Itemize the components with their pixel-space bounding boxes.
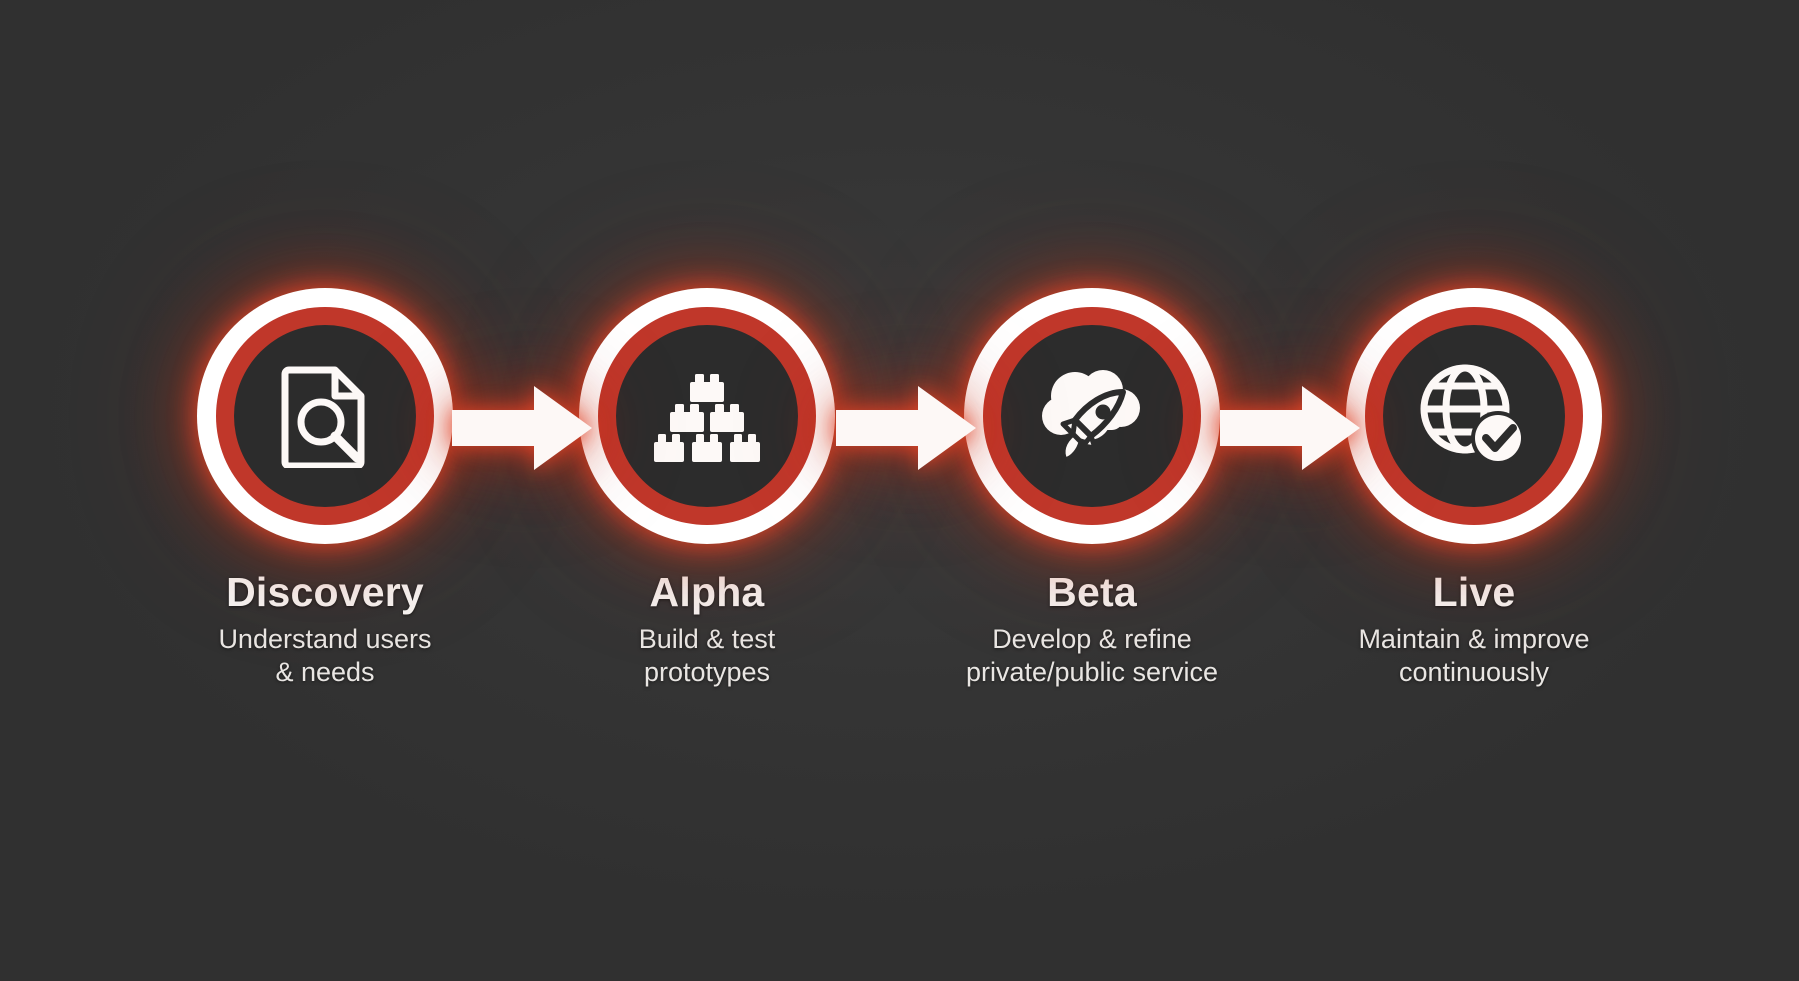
phase-description: Build & test prototypes bbox=[638, 624, 776, 687]
document-search-icon bbox=[281, 366, 365, 468]
badge-core bbox=[1001, 325, 1183, 507]
badge-core bbox=[1383, 325, 1565, 507]
cloud-rocket-icon bbox=[1042, 370, 1140, 463]
phase-live[interactable]: Live Maintain & improve continuously bbox=[1324, 288, 1624, 688]
badge-core bbox=[234, 325, 416, 507]
phase-alpha[interactable]: Alpha Build & test prototypes bbox=[557, 288, 857, 688]
building-blocks-icon bbox=[654, 374, 760, 462]
arrow-alpha-to-beta bbox=[836, 382, 976, 474]
phase-live-badge[interactable] bbox=[1346, 288, 1602, 544]
phase-beta-badge[interactable] bbox=[964, 288, 1220, 544]
phase-beta-labels: Beta Develop & refine private/public ser… bbox=[902, 570, 1282, 688]
phase-description: Develop & refine private/public service bbox=[965, 624, 1219, 687]
phase-discovery-labels: Discovery Understand users & needs bbox=[135, 570, 515, 688]
globe-check-icon bbox=[1420, 364, 1525, 465]
arrow-beta-to-live bbox=[1220, 382, 1360, 474]
phase-alpha-labels: Alpha Build & test prototypes bbox=[517, 570, 897, 688]
phase-alpha-badge[interactable] bbox=[579, 288, 835, 544]
phase-description: Understand users & needs bbox=[218, 624, 432, 687]
phase-title: Alpha bbox=[649, 569, 765, 615]
arrow-discovery-to-alpha bbox=[452, 382, 592, 474]
phase-live-labels: Live Maintain & improve continuously bbox=[1284, 570, 1664, 688]
phase-beta[interactable]: Beta Develop & refine private/public ser… bbox=[942, 288, 1242, 688]
phase-title: Beta bbox=[1047, 569, 1137, 615]
phase-title: Live bbox=[1432, 569, 1516, 615]
phase-title: Discovery bbox=[226, 569, 424, 615]
badge-core bbox=[616, 325, 798, 507]
phase-description: Maintain & improve continuously bbox=[1358, 624, 1590, 687]
phase-discovery[interactable]: Discovery Understand users & needs bbox=[175, 288, 475, 688]
phase-discovery-badge[interactable] bbox=[197, 288, 453, 544]
